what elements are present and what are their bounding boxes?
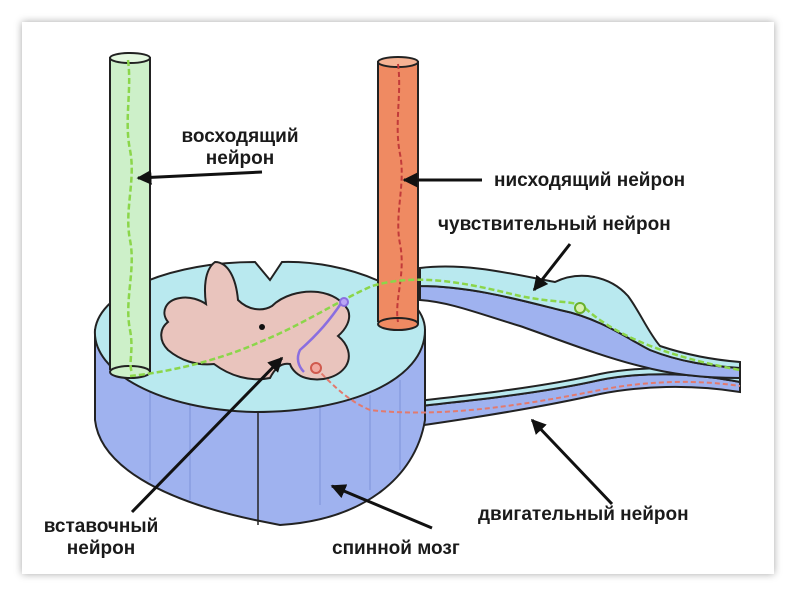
- interneuron-cell: [339, 297, 349, 307]
- sensory-fiber: [129, 278, 741, 378]
- arrow-spinal-cord: [330, 484, 433, 530]
- sensory-ganglion-cell: [574, 302, 586, 314]
- arrow-intercalary: [130, 356, 284, 514]
- label-intercalary-line1: вставочный: [43, 516, 159, 537]
- label-intercalary-line2: нейрон: [66, 538, 136, 559]
- label-spinal-cord: спинной мозг: [332, 538, 460, 559]
- motor-fiber: [315, 367, 741, 414]
- label-intercalary: вставочный нейрон: [26, 516, 176, 560]
- label-ascending-line1: восходящий: [181, 126, 299, 147]
- central-canal: [259, 324, 265, 330]
- label-descending: нисходящий нейрон: [494, 170, 686, 191]
- arrow-ascending: [136, 169, 263, 185]
- label-ascending-line2: нейрон: [205, 148, 275, 169]
- label-arrows: [130, 169, 614, 530]
- gray-matter: [160, 260, 351, 381]
- motor-neuron-cell: [310, 362, 322, 374]
- interneuron-fiber: [296, 301, 344, 373]
- motor-root-top: [337, 367, 741, 417]
- ascending-tract: [109, 52, 151, 379]
- label-motor: двигательный нейрон: [478, 504, 689, 525]
- label-ascending: восходящий нейрон: [150, 126, 330, 170]
- label-sensory: чувствительный нейрон: [438, 214, 671, 235]
- arrow-sensory: [532, 243, 572, 292]
- ascending-fiber: [126, 59, 134, 373]
- arrow-motor: [530, 418, 614, 506]
